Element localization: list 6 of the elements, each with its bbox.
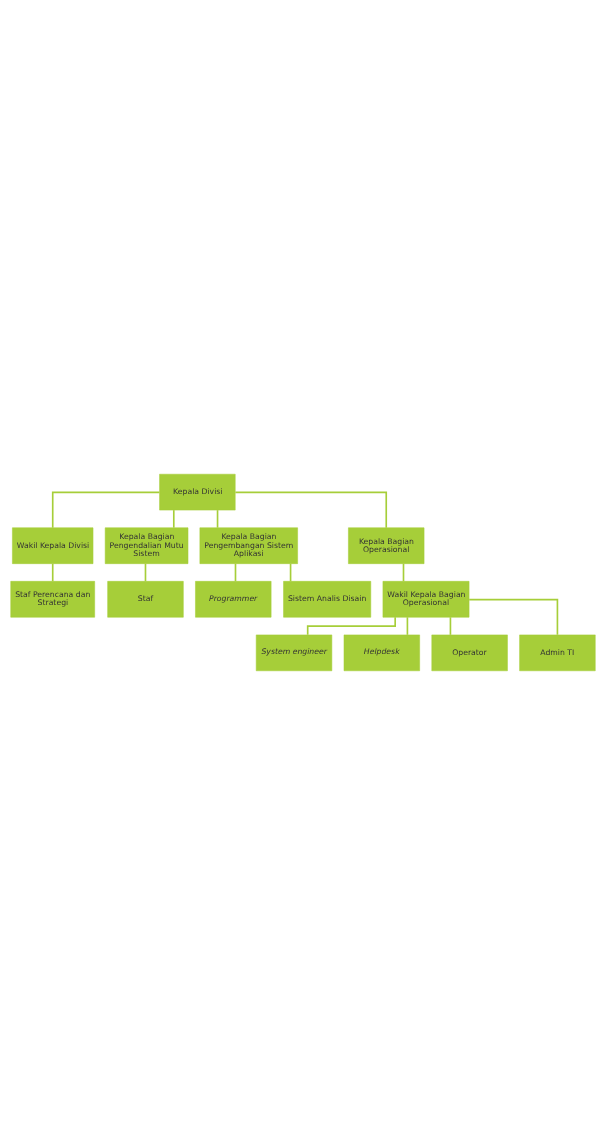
connector	[51, 562, 54, 582]
connector	[51, 491, 161, 528]
connector	[306, 615, 396, 636]
connector	[234, 491, 388, 528]
connector	[468, 598, 559, 636]
connector	[172, 508, 175, 529]
